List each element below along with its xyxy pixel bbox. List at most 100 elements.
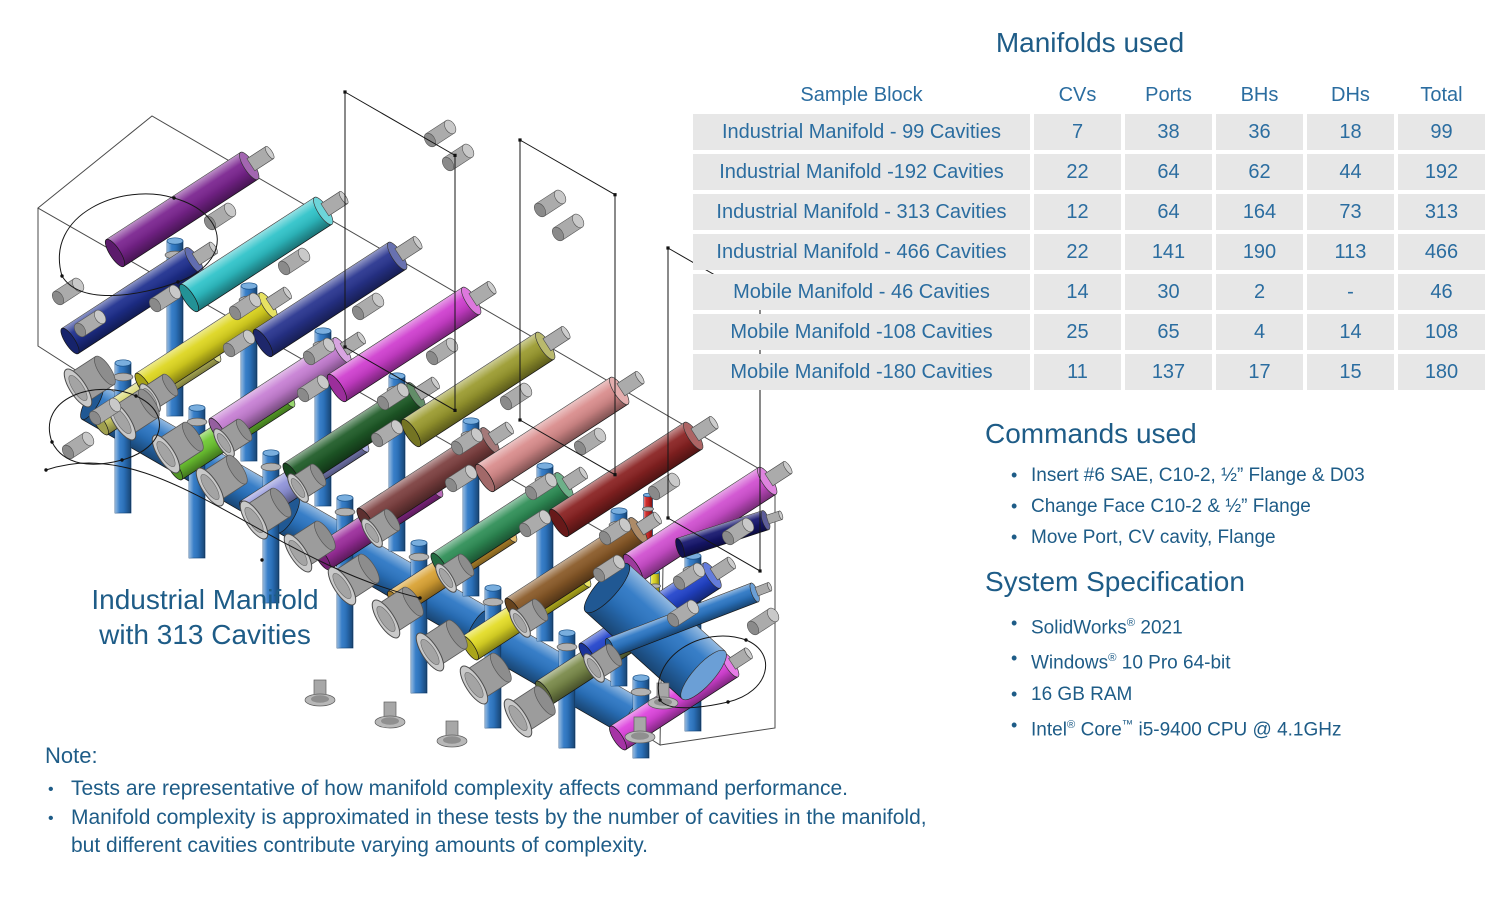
table-cell: 62 [1216,154,1303,190]
note-item: Tests are representative of how manifold… [45,775,961,804]
table-cell: 164 [1216,194,1303,230]
table-header-cell: BHs [1216,81,1303,110]
plug-stub [721,517,755,546]
figure-caption: Industrial Manifold with 313 Cavities [40,582,370,652]
note-list: Tests are representative of how manifold… [45,775,961,861]
plug-stub [444,464,478,493]
plug-stub [228,292,262,321]
flange [435,553,475,593]
table-cell: 190 [1216,234,1303,270]
plug-stub [573,427,607,456]
note-title: Note: [45,743,98,768]
table-cell: 22 [1034,234,1121,270]
figure-caption-line2: with 313 Cavities [99,619,311,650]
cylinder [134,286,292,400]
plug-stub [450,427,484,456]
table-cell: 14 [1034,274,1121,310]
table-cell: 46 [1398,274,1485,310]
table-header-cell: Total [1398,81,1485,110]
cylinder [252,236,423,358]
system-spec-item: 16 GB RAM [985,679,1490,710]
table-cell: 65 [1125,314,1212,350]
plug-stub [203,202,237,231]
table-cell: 14 [1307,314,1394,350]
cylinder [548,416,719,538]
plug-stub [277,247,311,276]
table-cell: 466 [1398,234,1485,270]
commands-list: Insert #6 SAE, C10-2, ½” Flange & D03Cha… [985,460,1490,553]
plug-stub [524,472,558,501]
note-item: Manifold complexity is approximated in t… [45,804,961,861]
flange [283,520,336,573]
flange [239,487,292,540]
table-cell: 7 [1034,114,1121,150]
table-cell: - [1307,274,1394,310]
system-spec-item: SolidWorks® 2021 [985,608,1490,643]
table-cell: 64 [1125,194,1212,230]
system-spec-item: Windows® 10 Pro 64-bit [985,643,1490,678]
plug-stub [592,554,626,583]
table-cell: 38 [1125,114,1212,150]
plug-stub [73,309,107,338]
plug-stub [351,292,385,321]
table-cell: 25 [1034,314,1121,350]
table-row-label: Industrial Manifold -192 Cavities [693,154,1030,190]
plug-stub [518,509,552,538]
bounding-box-edge [659,478,776,746]
flange [503,685,556,738]
flange [415,619,468,672]
table-row-label: Industrial Manifold - 99 Cavities [693,114,1030,150]
table-row-label: Mobile Manifold -180 Cavities [693,354,1030,390]
plug-stub [672,562,706,591]
table-row-label: Industrial Manifold - 313 Cavities [693,194,1030,230]
table-cell: 17 [1216,354,1303,390]
plug-stub [376,382,410,411]
command-item: Change Face C10-2 & ½” Flange [985,491,1490,522]
flange [361,508,401,548]
plug-stub [148,284,182,313]
table-cell: 18 [1307,114,1394,150]
plug-stub [296,374,330,403]
table-cell: 4 [1216,314,1303,350]
table-cell: 64 [1125,154,1212,190]
flange [63,355,116,408]
figure-caption-line1: Industrial Manifold [91,584,319,615]
flange [195,454,248,507]
flange [107,388,160,441]
centerline-spline [59,193,218,296]
table-cell: 141 [1125,234,1212,270]
table-cell: 30 [1125,274,1212,310]
table-cell: 12 [1034,194,1121,230]
table-cell: 180 [1398,354,1485,390]
system-spec-item: Intel® Core™ i5-9400 CPU @ 4.1GHz [985,710,1490,745]
plug-stub [222,329,256,358]
plug-stub [551,213,585,242]
cylinder [282,376,440,490]
command-item: Move Port, CV cavity, Flange [985,522,1490,553]
plug-stub [423,119,457,148]
table-header-cell: DHs [1307,81,1394,110]
flange [287,463,327,503]
plug-stub [51,277,85,306]
table-cell: 313 [1398,194,1485,230]
table-cell: 99 [1398,114,1485,150]
flange [213,418,253,458]
table-cell: 113 [1307,234,1394,270]
table-header-cell: Sample Block [693,81,1030,110]
flange [459,652,512,705]
cylinder [326,281,497,403]
table-row-label: Industrial Manifold - 466 Cavities [693,234,1030,270]
plug-stub [647,472,681,501]
plug-stub [441,143,475,172]
table-header-cell: CVs [1034,81,1121,110]
table-row-label: Mobile Manifold - 46 Cavities [693,274,1030,310]
cylinder [474,371,645,493]
centerline-spline [657,635,766,709]
table-cell: 22 [1034,154,1121,190]
flange [509,598,549,638]
table-title: Manifolds used [995,27,1185,58]
table-cell: 36 [1216,114,1303,150]
table-cell: 2 [1216,274,1303,310]
